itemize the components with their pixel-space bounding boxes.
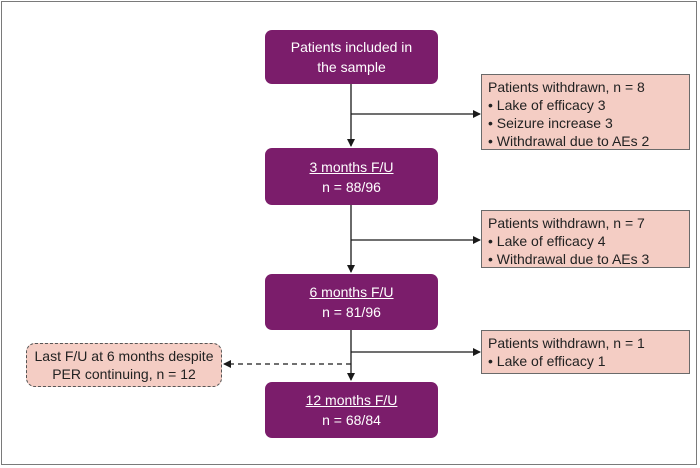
stage-3-title: 3 months F/U xyxy=(309,158,394,175)
start-box: Patients included in the sample xyxy=(265,30,438,84)
side-note-box: Last F/U at 6 months despite PER continu… xyxy=(26,343,222,387)
stage-12-months-box: 12 months F/U n = 68/84 xyxy=(265,382,438,438)
withdrawn-1-heading: Patients withdrawn, n = 8 xyxy=(488,79,645,95)
stage-12-title: 12 months F/U xyxy=(305,392,398,408)
stage-6-title: 6 months F/U xyxy=(309,284,394,300)
stage-3-months-box: 3 months F/U n = 88/96 xyxy=(265,148,438,205)
stage-12-count: n = 68/84 xyxy=(322,412,381,428)
withdrawn-3-item-1: • Lake of efficacy 1 xyxy=(488,353,606,369)
withdrawn-2-item-1: • Lake of efficacy 4 xyxy=(488,233,606,249)
withdrawn-1-item-3: • Withdrawal due to AEs 2 xyxy=(488,133,650,149)
stage-3-count: n = 88/96 xyxy=(322,178,381,195)
withdrawn-1-item-2: • Seizure increase 3 xyxy=(488,115,613,131)
withdrawn-2-item-2: • Withdrawal due to AEs 3 xyxy=(488,251,650,267)
withdrawn-3-heading: Patients withdrawn, n = 1 xyxy=(488,335,645,351)
stage-6-count: n = 81/96 xyxy=(322,304,381,320)
withdrawn-2-heading: Patients withdrawn, n = 7 xyxy=(488,215,645,231)
start-line-1: Patients included in xyxy=(290,39,413,55)
side-note-line-2: PER continuing, n = 12 xyxy=(52,366,196,382)
stage-6-months-box: 6 months F/U n = 81/96 xyxy=(265,274,438,330)
withdrawn-box-2: Patients withdrawn, n = 7 • Lake of effi… xyxy=(481,210,690,268)
withdrawn-box-1: Patients withdrawn, n = 8 • Lake of effi… xyxy=(481,74,690,150)
withdrawn-box-3: Patients withdrawn, n = 1 • Lake of effi… xyxy=(481,330,690,374)
withdrawn-1-item-1: • Lake of efficacy 3 xyxy=(488,97,606,113)
side-note-line-1: Last F/U at 6 months despite xyxy=(34,348,214,364)
start-line-2: the sample xyxy=(317,59,386,75)
